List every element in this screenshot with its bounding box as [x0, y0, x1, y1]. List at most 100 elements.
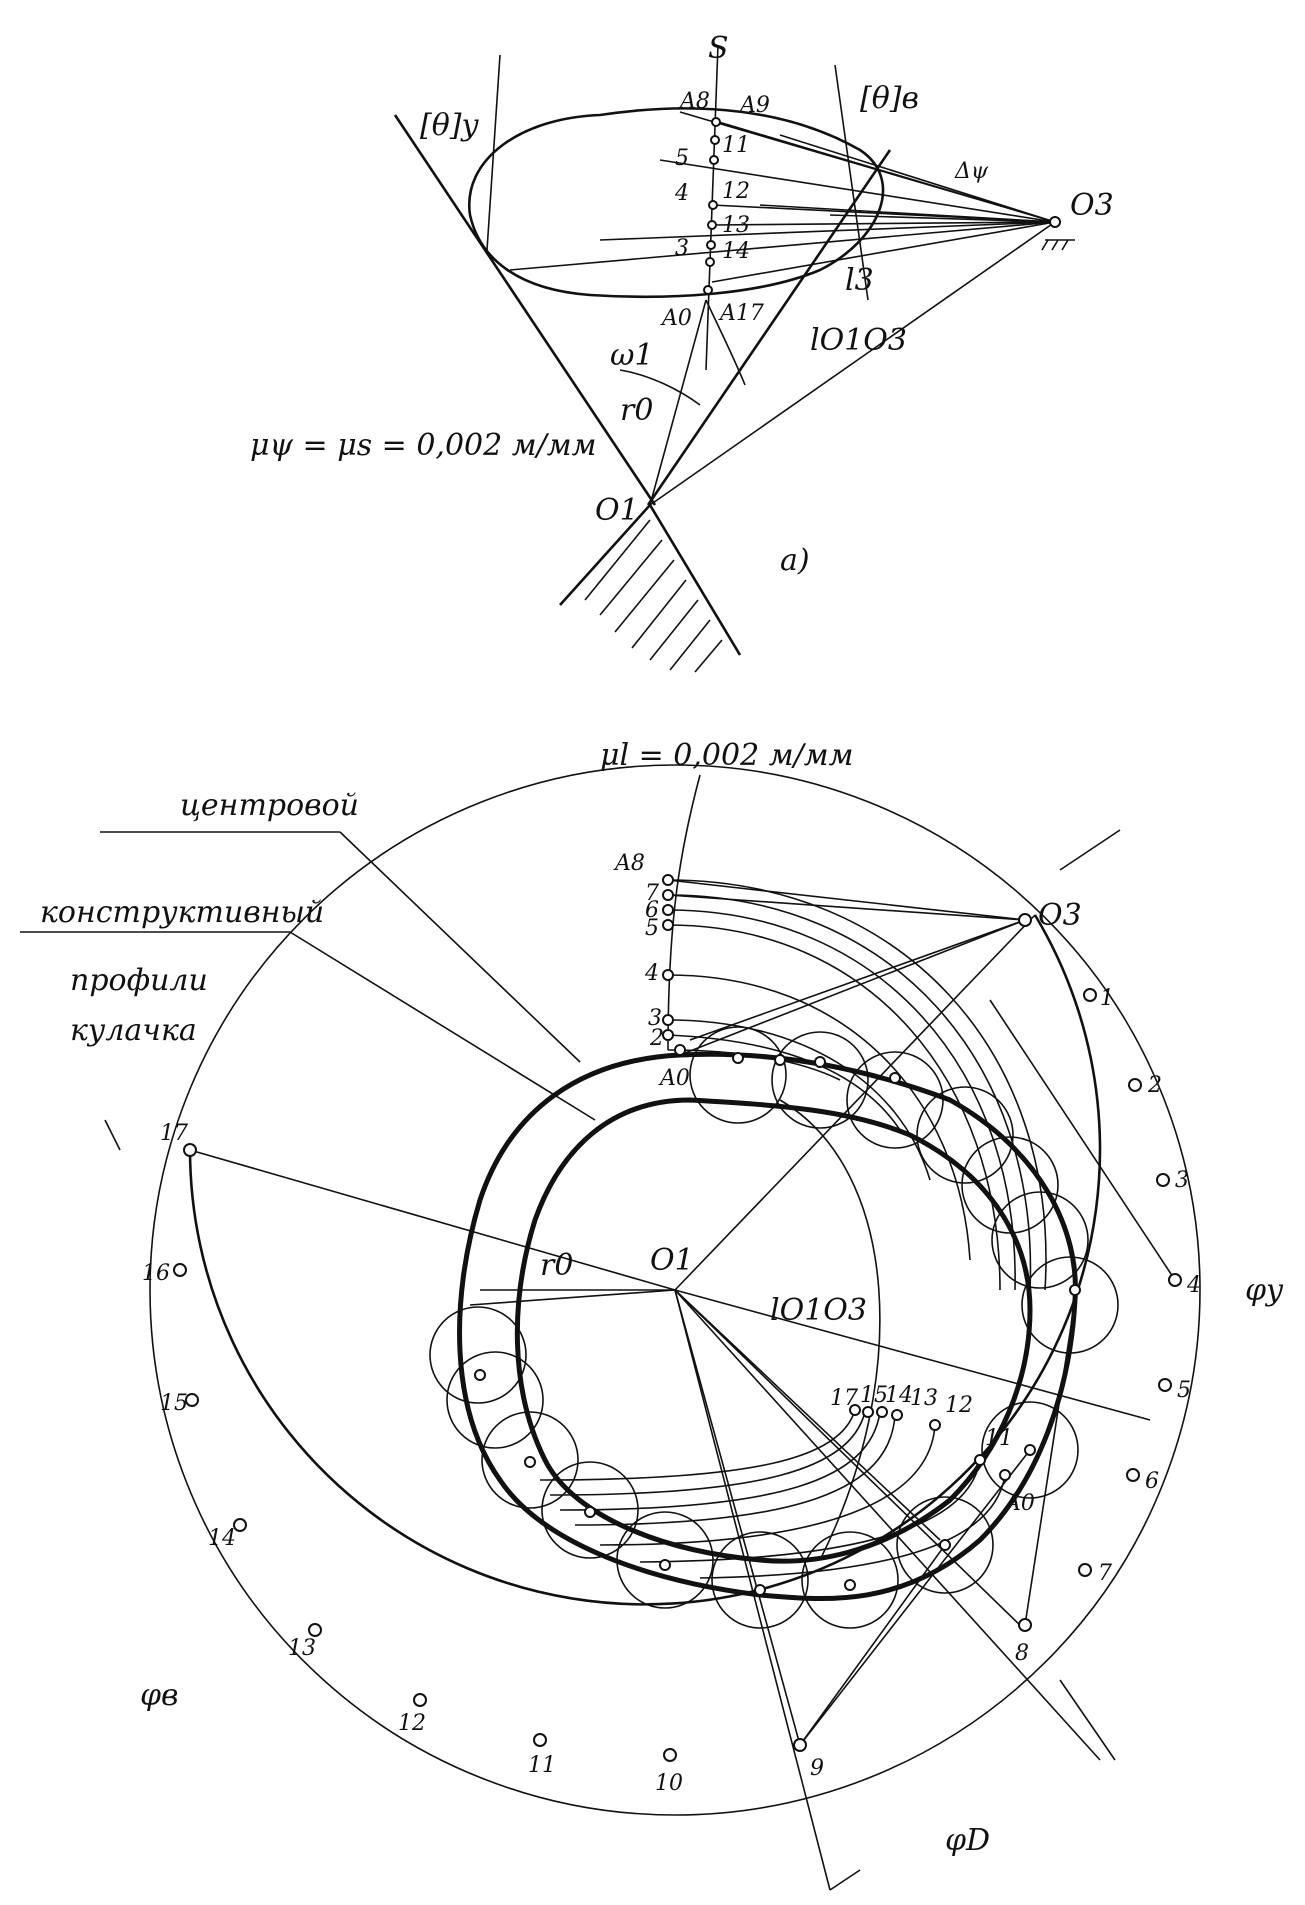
rim-number-16: 16 [142, 1261, 170, 1286]
label-o3-a: O3 [1070, 188, 1114, 223]
stack-number-7: 7 [645, 881, 659, 906]
label-a0-top: A0 [658, 1066, 690, 1091]
rim-number-9: 9 [810, 1756, 824, 1781]
caption-a: a) [780, 543, 810, 578]
top-stack-points [662, 874, 686, 1056]
rim-number-8: 8 [1015, 1641, 1029, 1666]
right-vertical [834, 64, 869, 301]
label-delta-psi: Δψ [954, 159, 989, 184]
rim-number-2: 2 [1147, 1073, 1162, 1098]
label-phi-b: φв [140, 1678, 178, 1713]
top-stack-numbers: 7 6 5 4 3 2 [644, 881, 664, 1051]
s-axis-label: S [708, 31, 729, 66]
stack-number-12: 12 [945, 1393, 973, 1418]
tangent-right [646, 149, 892, 506]
rim-number-13: 13 [288, 1636, 316, 1661]
top-vertical-arc [667, 774, 701, 1051]
label-r0-a: r0 [620, 393, 653, 428]
tangent-left [393, 114, 657, 506]
o1-base [559, 502, 742, 656]
rim-number-1: 1 [1100, 986, 1114, 1011]
label-a8-a: A8 [678, 89, 710, 114]
stack-number-4: 4 [644, 961, 659, 986]
r0-arrow [469, 1289, 676, 1306]
rim-number-7: 7 [1098, 1561, 1112, 1586]
centre-profile-leader [339, 831, 581, 1063]
profile-points [474, 1052, 1081, 1596]
rim-number-12: 12 [398, 1711, 426, 1736]
l3-arc [705, 299, 746, 386]
s-point-5: 5 [675, 146, 689, 171]
diagram-a: S [250, 31, 1114, 673]
s-axis-points [703, 117, 721, 295]
label-r0-b: r0 [540, 1248, 573, 1283]
radial-lines [189, 914, 1151, 1891]
stack-number-11: 11 [985, 1426, 1013, 1451]
constructive-profile-leader [289, 931, 596, 1121]
roller-circles [429, 1026, 1119, 1629]
rim-points [173, 913, 1182, 1762]
s-point-12: 12 [722, 179, 750, 204]
trace-arc [779, 1099, 881, 1561]
displacement-loop [467, 107, 885, 299]
s-point-13: 13 [722, 213, 750, 238]
diagram-b: μl = 0,002 м/мм [20, 738, 1284, 1891]
stack-number-13: 13 [910, 1386, 938, 1411]
label-profiles: профили [70, 963, 208, 998]
rim-number-11: 11 [528, 1753, 556, 1778]
stack-number-14: 14 [885, 1383, 913, 1408]
label-l3: l3 [845, 263, 874, 298]
constructive-profile [514, 1097, 1033, 1564]
label-phi-y: φy [1245, 1273, 1284, 1308]
label-a9-a: A9 [738, 93, 770, 118]
s-point-4: 4 [674, 181, 689, 206]
label-phi-d: φD [945, 1823, 990, 1858]
rim-number-4: 4 [1186, 1273, 1201, 1298]
top-arcs [667, 879, 1047, 1291]
omega-arc [619, 369, 701, 406]
bottom-stack-points [849, 1404, 1011, 1481]
label-o1-b: O1 [650, 1243, 694, 1278]
stack-number-2: 2 [649, 1026, 664, 1051]
stack-number-5: 5 [645, 916, 659, 941]
o1-hatching [584, 519, 723, 673]
left-vertical [486, 54, 501, 251]
label-lo1o3-a: lO1O3 [810, 323, 907, 358]
r0-line [649, 299, 707, 506]
label-centre-profile: центровой [180, 788, 359, 823]
bottom-stack-numbers: 17 15 14 13 12 11 [830, 1383, 1013, 1451]
scale-text-a: μψ = μs = 0,002 м/мм [250, 428, 596, 463]
label-theta-y: [θ]y [420, 108, 479, 143]
stack-number-3: 3 [648, 1006, 662, 1031]
s-point-14: 14 [722, 239, 750, 264]
stack-number-15: 15 [860, 1383, 888, 1408]
label-omega: ω1 [610, 338, 654, 373]
rim-number-14: 14 [208, 1526, 236, 1551]
bottom-arcs [539, 1409, 1006, 1579]
s-point-11: 11 [722, 133, 750, 158]
label-a0-bottom: A0 [1003, 1491, 1035, 1516]
o1-o3-line [649, 221, 1056, 506]
label-cam: кулачка [70, 1013, 197, 1048]
rim-number-10: 10 [655, 1771, 683, 1796]
link-lines [667, 879, 1176, 1746]
rim-number-15: 15 [160, 1391, 188, 1416]
rim-number-3: 3 [1175, 1168, 1189, 1193]
o3-support [1041, 216, 1075, 251]
rim-number-17: 17 [160, 1121, 188, 1146]
rays-to-o3 [509, 111, 1056, 283]
label-o1-a: O1 [595, 493, 639, 528]
stack-number-17: 17 [830, 1386, 858, 1411]
label-a0-a: A0 [660, 306, 692, 331]
label-lo1o3-b: lO1O3 [770, 1293, 867, 1328]
label-a17-a: A17 [718, 301, 764, 326]
phi-boundaries [104, 829, 1121, 1891]
s-point-3: 3 [675, 236, 689, 261]
centre-profile [457, 1051, 1078, 1602]
label-o3-b: O3 [1038, 898, 1082, 933]
o3-path-arc [188, 914, 1102, 1606]
label-theta-b: [θ]в [860, 81, 919, 116]
rim-number-6: 6 [1145, 1469, 1159, 1494]
outer-circle [149, 764, 1201, 1816]
